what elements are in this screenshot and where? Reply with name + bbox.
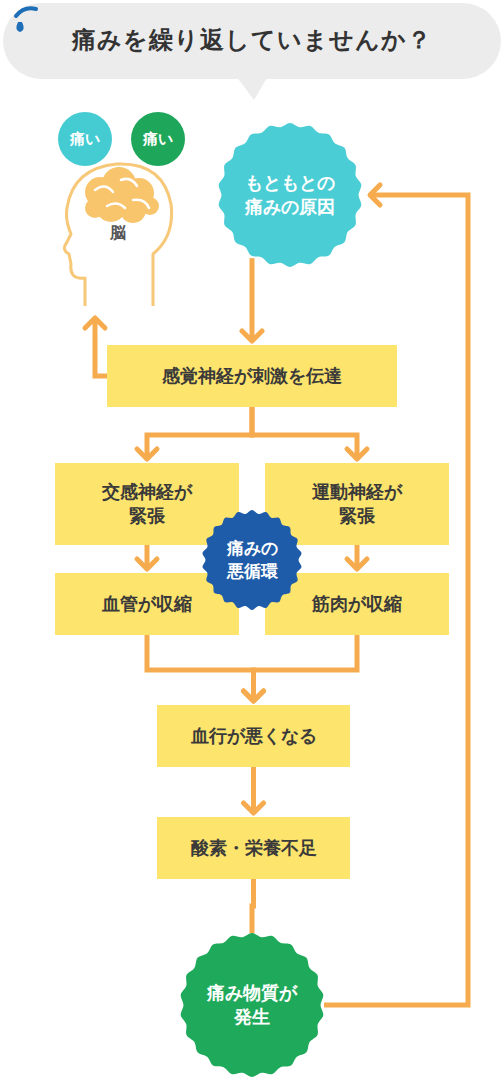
flow-connector [244,635,358,701]
node-text: 運動神経が 緊張 [302,480,412,529]
circle-node: 痛み物質が 発生 [180,933,324,1077]
node-shape [202,510,302,610]
process-box: 交感神経が 緊張 [55,463,239,545]
circle-node: もともとの 痛みの原因 [218,123,362,267]
flow-connector [252,879,254,933]
droplet-mark [16,22,23,32]
connector-line [254,635,358,701]
arrow-head [137,449,157,459]
connector-line [251,767,256,813]
box-fill [107,345,397,407]
node-text: 血行が悪くなる [191,724,317,748]
box-fill [265,463,449,545]
connector-line [147,407,252,459]
process-box: 感覚神経が刺激を伝達 [107,345,397,407]
node-text: 痛みの 悪循環 [212,537,292,583]
connector-line [252,879,254,933]
node-text: 痛い [70,129,100,149]
node-text: 血管が収縮 [102,592,192,616]
circle-node: 痛い [131,112,185,166]
box-fill [55,573,239,635]
node-text: 脳 [110,222,126,244]
node-shape [180,933,324,1077]
node-text: 交感神経が 緊張 [92,480,202,529]
title-bubble [0,0,504,110]
box-fill [157,817,350,879]
brain-fold [107,203,125,208]
arrow-head [347,559,367,569]
arrow-head [370,185,380,205]
flow-connector [242,258,262,341]
brain-shape [141,197,159,215]
process-box: 運動神経が 緊張 [265,463,449,545]
droplet-mark [16,8,36,16]
brain-fold [133,200,149,208]
arrow-head [242,331,262,341]
node-text: 筋肉が収縮 [312,592,402,616]
circle-node: 痛い [58,112,112,166]
node-text: 痛み物質が 発生 [197,981,307,1030]
node-text: もともとの 痛みの原因 [235,171,345,220]
brain-fold [95,186,113,192]
connector-line [252,407,357,459]
connector-line [250,258,255,341]
node-text: 感覚神経が刺激を伝達 [162,364,342,388]
burst-fill [181,933,324,1077]
box-fill [55,463,239,545]
flow-connector [252,407,367,459]
flow-connector [85,318,107,376]
node-text: 痛い [143,129,173,149]
head-outline [64,164,171,306]
burst-fill [219,123,362,267]
node-shape [55,463,239,545]
arrow-head [347,449,367,459]
brain-shape [85,198,105,218]
process-box: 酸素・栄養不足 [157,817,350,879]
brain-fold [121,179,137,186]
flow-connector [147,635,264,701]
flow-connector [244,767,264,813]
process-box: 血行が悪くなる [157,705,350,767]
title-text: 痛みを繰り返していませんか？ [0,24,504,56]
circle-node: 痛みの 悪循環 [202,510,302,610]
flow-connector [347,545,367,569]
arrow-head [85,318,105,328]
circle-fill [131,112,185,166]
box-fill [265,573,449,635]
flow-connector [137,407,252,459]
arrow-head [137,559,157,569]
flow-connector [137,545,157,569]
node-text: 酸素・栄養不足 [191,836,317,860]
node-shape [218,123,362,267]
connector-line [147,635,254,701]
bubble-tail [236,76,268,100]
box-fill [157,705,350,767]
head-figure: 脳 [55,150,180,310]
arrow-head [244,803,264,813]
circle-fill [58,112,112,166]
node-shape [265,463,449,545]
arrow-head [244,691,264,701]
